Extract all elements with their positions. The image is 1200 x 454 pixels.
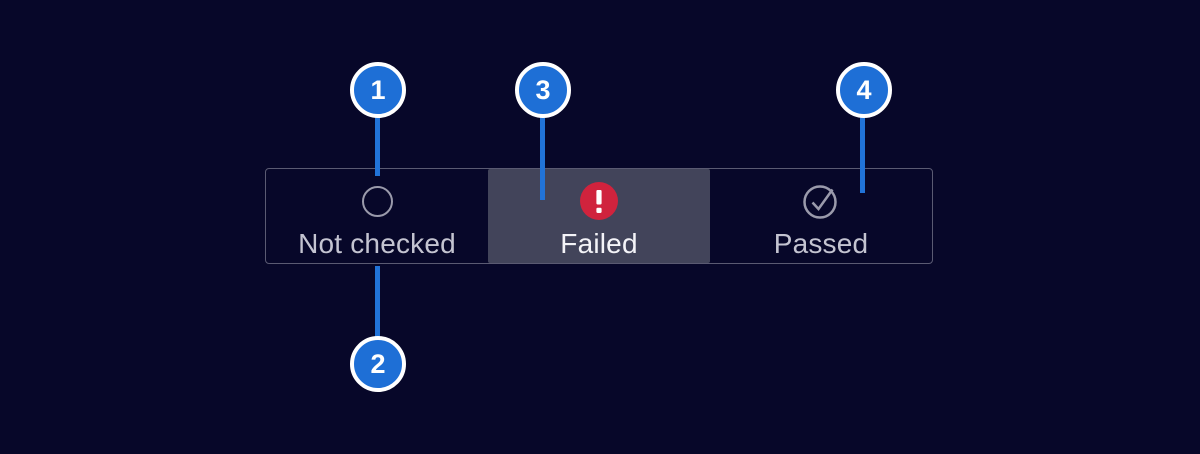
callout-badge-1: 1 — [350, 62, 406, 118]
segment-not-checked[interactable]: Not checked — [266, 169, 488, 263]
callout-line-1 — [375, 116, 380, 176]
callout-badge-3: 3 — [515, 62, 571, 118]
callout-line-3 — [540, 116, 545, 200]
callout-line-4 — [860, 116, 865, 193]
alert-icon — [580, 182, 618, 220]
status-segmented-control: Not checked Failed Passed — [265, 168, 933, 264]
segment-failed-label: Failed — [560, 228, 638, 259]
callout-badge-4: 4 — [836, 62, 892, 118]
check-circle-icon — [803, 185, 837, 219]
passed-icon-wrap — [801, 181, 841, 221]
callout-badge-2-number: 2 — [370, 348, 386, 379]
callout-badge-4-number: 4 — [856, 74, 872, 105]
segment-passed[interactable]: Passed — [710, 169, 932, 263]
callout-line-2 — [375, 266, 380, 338]
segment-not-checked-label: Not checked — [298, 228, 456, 259]
callout-badge-3-number: 3 — [535, 74, 551, 105]
callout-badge-2: 2 — [350, 336, 406, 392]
failed-icon-wrap — [580, 181, 618, 221]
segment-passed-label: Passed — [773, 228, 869, 259]
not-checked-icon-wrap — [361, 181, 393, 221]
callout-badge-1-number: 1 — [370, 74, 386, 105]
circle-outline-icon — [361, 185, 393, 217]
segment-failed[interactable]: Failed — [488, 169, 710, 263]
